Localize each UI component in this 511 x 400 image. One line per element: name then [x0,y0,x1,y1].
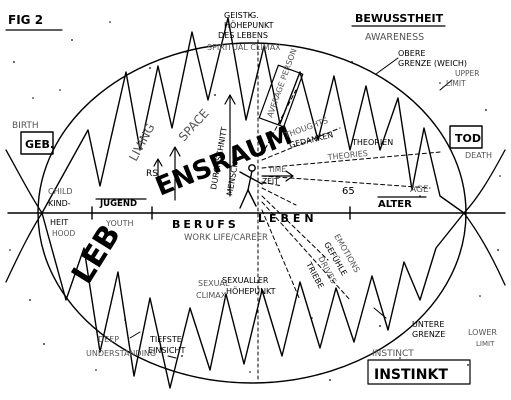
sexual-climax-en-1: SEXUAL [198,279,230,288]
time-en: TIME [267,165,286,174]
death-de: TOD [455,132,481,145]
living-space-en-2: SPACE [176,106,212,144]
sexual-climax-de-1: SEXUALLER [222,276,269,285]
peak-de-2: HÖHEPUNKT [224,20,274,30]
lower-limit-en-2: LIMIT [476,340,495,348]
deep-understanding-en-1: DEEP [98,335,119,344]
deep-understanding-de-2: EINSICHT [148,346,185,355]
instinct-en: INSTINCT [372,349,414,359]
deep-understanding-de-1: TIEFSTE [149,335,182,344]
birth-en: BIRTH [12,121,39,131]
underlines [5,25,446,200]
lower-zigzag-instinct [41,212,465,389]
sexual-climax-de-2: HÖHEPUNKT [226,286,276,296]
age-axis-ticks [91,206,351,220]
theories-de: THEORIEN [351,138,393,147]
average-person-figure [239,164,263,209]
peak-en: SPIRITUAL CLIMAX [207,43,281,52]
lower-limit-en-1: LOWER [468,328,497,337]
upper-limit-en-2: LIMIT [446,79,466,88]
time-de: ZEIT [262,177,279,186]
death-en: DEATH [465,151,492,160]
death-crossing-curves [463,149,506,286]
time-arrow [261,170,294,182]
awareness-en-label: AWARENESS [365,32,424,43]
instinct-de-box [367,359,471,385]
instinct-de: INSTINKT [374,367,448,383]
peak-de-3: DES LEBENS [218,31,268,40]
birth-de: GEB. [25,138,54,151]
deep-understanding-en-2: UNDERSTANDING [86,349,156,358]
sexual-climax-en-2: CLIMAX [196,291,227,300]
upper-limit-de-1: OBERE [398,49,425,58]
fig-label: FIG 2 [8,13,43,27]
youth-de: JUGEND [99,199,137,209]
upper-limit-en-1: UPPER [455,69,480,78]
career-de-2: LEBEN [258,212,318,225]
death-box [449,125,483,149]
child-de-1: KIND- [48,199,71,208]
rs-label: RS [146,169,158,179]
youth-en: YOUTH [105,219,134,228]
child-en-hood: HOOD [52,229,75,238]
average-person-box [258,64,304,128]
thought-rays [261,89,441,301]
age-de: ALTER [378,199,412,210]
age-en: AGE [410,185,429,195]
career-de-1: BERUFS [172,218,239,231]
lower-limit-de-2: GRENZE [412,330,445,339]
child-en: CHILD [48,187,73,196]
living-space-arrows [153,94,236,201]
peak-de-1: GEISTIG. [224,11,259,20]
theories-en: THEORIES [326,149,368,162]
career-en: WORK LIFE/CAREER [184,233,268,243]
upper-zigzag-awareness [41,17,465,214]
upper-limit-de-2: GRENZE (WEICH) [398,59,467,68]
child-de-2: HEIT [50,218,68,227]
birth-crossing-curves [5,149,43,283]
living-space-en-1: LIVING [126,121,157,163]
birth-box [20,131,54,155]
awareness-de-label: BEWUSSTHEIT [355,12,444,25]
average-person-en: AVERAGE PERSON [265,47,298,118]
lower-limit-de-1: UNTERE [412,320,444,329]
age-65: 65 [342,186,355,197]
pointer-arrows [129,57,453,359]
